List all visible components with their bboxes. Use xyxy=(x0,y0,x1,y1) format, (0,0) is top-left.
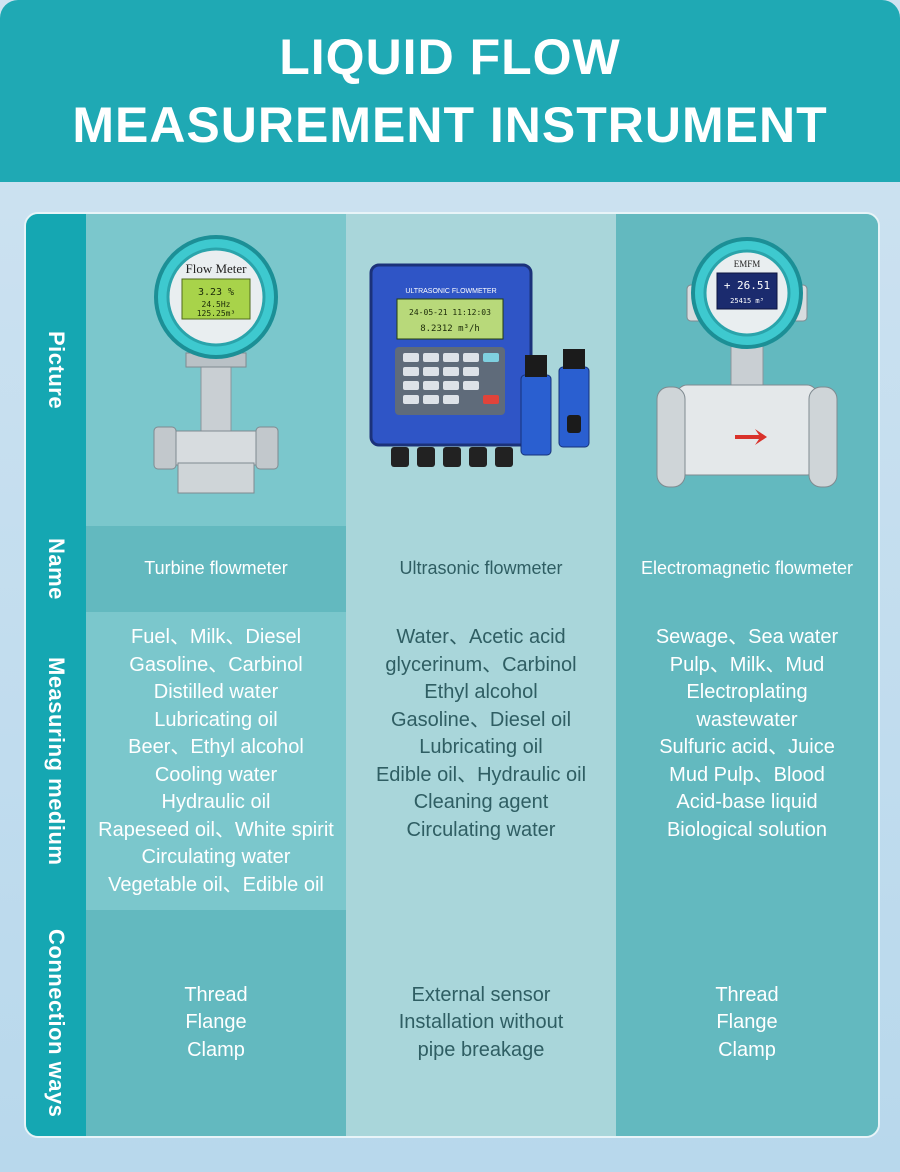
page-title-line1: LIQUID FLOW xyxy=(279,29,621,85)
row-label-connection: Connection ways xyxy=(26,910,86,1136)
medium-item: Rapeseed oil、White spirit xyxy=(98,818,334,841)
row-label-name: Name xyxy=(26,526,86,612)
svg-text:8.2312 m³/h: 8.2312 m³/h xyxy=(420,324,480,334)
medium-item: Electroplating xyxy=(686,681,808,703)
picture-cell-electromagnetic: EMFM + 26.51 25415 m³ xyxy=(616,214,878,526)
svg-text:24.5Hz: 24.5Hz xyxy=(202,300,231,309)
medium-item: Lubricating oil xyxy=(419,736,543,758)
svg-text:3.23 %: 3.23 % xyxy=(198,287,234,298)
medium-item: Lubricating oil xyxy=(154,708,278,731)
medium-item: Pulp、Milk、Mud xyxy=(669,653,825,676)
connection-cell-ultrasonic: External sensor Installation without pip… xyxy=(346,910,616,1136)
product-name: Turbine flowmeter xyxy=(144,558,288,579)
svg-text:25415 m³: 25415 m³ xyxy=(730,297,764,305)
name-cell-ultrasonic: Ultrasonic flowmeter xyxy=(346,526,616,612)
medium-item: Sulfuric acid、Juice xyxy=(659,736,835,758)
svg-text:ULTRASONIC FLOWMETER: ULTRASONIC FLOWMETER xyxy=(405,288,496,295)
connection-item: Flange xyxy=(716,1011,778,1034)
medium-item: Water、Acetic acid xyxy=(396,626,566,648)
product-name: Electromagnetic flowmeter xyxy=(640,558,854,579)
connection-cell-electromagnetic: Thread Flange Clamp xyxy=(616,910,878,1136)
medium-cell-electromagnetic: Sewage、Sea water Pulp、Milk、Mud Electropl… xyxy=(616,612,878,910)
medium-item: Circulating water xyxy=(141,846,291,868)
medium-item: Cleaning agent xyxy=(413,791,549,813)
name-cell-electromagnetic: Electromagnetic flowmeter xyxy=(616,526,878,612)
medium-item: Ethyl alcohol xyxy=(424,681,538,703)
picture-cell-ultrasonic: ULTRASONIC FLOWMETER 24-05-21 11:12:03 8… xyxy=(346,214,616,526)
svg-text:Flow Meter: Flow Meter xyxy=(185,261,247,276)
medium-item: Edible oil、Hydraulic oil xyxy=(375,763,587,786)
page-header: LIQUID FLOW MEASUREMENT INSTRUMENT xyxy=(0,0,900,182)
connection-item: Installation without xyxy=(398,1011,564,1034)
medium-item: wastewater xyxy=(696,708,798,731)
connection-item: Clamp xyxy=(718,1038,776,1061)
connection-item: External sensor xyxy=(411,983,551,1006)
medium-item: Mud Pulp、Blood xyxy=(669,763,825,786)
connection-item: Thread xyxy=(184,983,248,1006)
svg-text:24-05-21 11:12:03: 24-05-21 11:12:03 xyxy=(409,308,491,317)
connection-item: Thread xyxy=(715,983,779,1006)
turbine-flowmeter-image: Flow Meter 3.23 % 24.5Hz 125.25m³ xyxy=(153,235,279,494)
comparison-table: Picture Name Measuring medium Connection… xyxy=(24,212,880,1138)
connection-item: pipe breakage xyxy=(417,1038,545,1061)
medium-item: Distilled water xyxy=(153,681,279,703)
medium-item: Cooling water xyxy=(154,763,278,786)
medium-item: Acid-base liquid xyxy=(676,791,818,813)
name-cell-turbine: Turbine flowmeter xyxy=(86,526,346,612)
row-label-medium: Measuring medium xyxy=(26,612,86,910)
product-name: Ultrasonic flowmeter xyxy=(399,558,563,579)
medium-item: Fuel、Milk、Diesel xyxy=(130,626,302,648)
medium-item: Gasoline、Diesel oil xyxy=(390,708,572,731)
medium-cell-ultrasonic: Water、Acetic acid glycerinum、Carbinol Et… xyxy=(346,612,616,910)
medium-item: Vegetable oil、Edible oil xyxy=(108,873,324,896)
svg-text:125.25m³: 125.25m³ xyxy=(197,309,236,318)
row-label-picture: Picture xyxy=(26,214,86,526)
picture-cell-turbine: Flow Meter 3.23 % 24.5Hz 125.25m³ xyxy=(86,214,346,526)
electromagnetic-flowmeter-image: EMFM + 26.51 25415 m³ xyxy=(656,237,838,488)
connection-item: Clamp xyxy=(187,1038,245,1061)
medium-item: Biological solution xyxy=(666,818,828,841)
connection-item: Flange xyxy=(185,1011,247,1034)
ultrasonic-flowmeter-image: ULTRASONIC FLOWMETER 24-05-21 11:12:03 8… xyxy=(369,263,590,467)
medium-item: Hydraulic oil xyxy=(161,791,271,813)
medium-item: glycerinum、Carbinol xyxy=(385,653,577,676)
svg-text:EMFM: EMFM xyxy=(734,259,761,269)
medium-cell-turbine: Fuel、Milk、Diesel Gasoline、Carbinol Disti… xyxy=(86,612,346,910)
medium-item: Gasoline、Carbinol xyxy=(129,653,303,676)
page-title-line2: MEASUREMENT INSTRUMENT xyxy=(72,97,828,153)
connection-cell-turbine: Thread Flange Clamp xyxy=(86,910,346,1136)
medium-item: Circulating water xyxy=(406,818,556,841)
svg-text:+ 26.51: + 26.51 xyxy=(724,279,770,292)
medium-item: Sewage、Sea water xyxy=(655,626,839,648)
medium-item: Beer、Ethyl alcohol xyxy=(128,736,304,758)
